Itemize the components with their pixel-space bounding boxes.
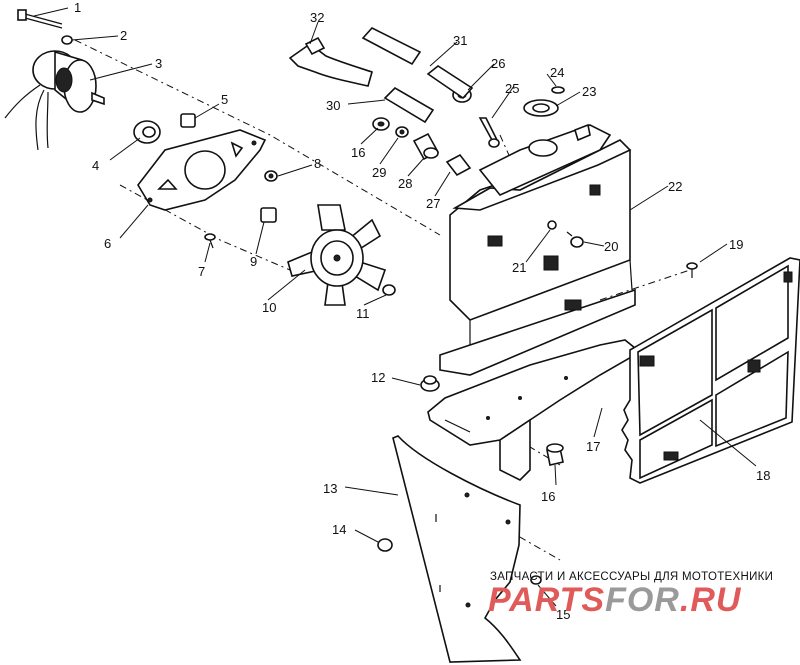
callout-1: 1 [74, 0, 81, 15]
callout-24: 24 [550, 65, 564, 80]
grommet-12 [420, 375, 440, 392]
callout-11: 11 [356, 306, 370, 321]
watermark-logo-parts: PARTS [488, 581, 605, 619]
callout-8: 8 [314, 156, 321, 171]
nut-8 [264, 170, 278, 182]
radiator-22 [439, 123, 636, 376]
callout-30: 30 [326, 98, 340, 113]
hose-clamp-25 [478, 117, 500, 148]
bolt-1 [17, 9, 63, 29]
callout-15: 15 [556, 607, 570, 622]
callout-17: 17 [586, 439, 600, 454]
spacer-9 [260, 207, 277, 223]
callout-26: 26 [491, 56, 505, 71]
nut-11 [382, 284, 396, 296]
callout-13: 13 [323, 481, 337, 496]
washer-2 [61, 35, 73, 45]
cap-seal-24 [551, 86, 565, 94]
watermark-logo: PARTSFOR.RU [488, 581, 742, 619]
watermark-tagline: ЗАПЧАСТИ И АКСЕССУАРЫ ДЛЯ МОТОТЕХНИКИ [490, 571, 773, 583]
callout-2: 2 [120, 28, 127, 43]
radiator-screen-18 [621, 257, 800, 484]
svg-text:PARTSFOR.RU: PARTSFOR.RU [488, 581, 742, 619]
callout-28: 28 [398, 176, 412, 191]
nut-16-lower [546, 443, 564, 466]
screw-7 [204, 233, 216, 249]
nut-14 [377, 538, 393, 552]
callout-5: 5 [221, 92, 228, 107]
watermark-logo-ru: .RU [680, 581, 742, 619]
callout-14: 14 [332, 522, 346, 537]
callout-27: 27 [426, 196, 440, 211]
fan-hub-4 [133, 120, 161, 144]
callout-18: 18 [756, 468, 770, 483]
callout-10: 10 [262, 300, 276, 315]
hose-27 [445, 153, 472, 177]
callout-6: 6 [104, 236, 111, 251]
fan-motor-3 [4, 50, 105, 151]
callout-29: 29 [372, 165, 386, 180]
screw-20 [566, 231, 584, 248]
hose-fitting-28 [412, 132, 440, 161]
spacer-5 [180, 113, 196, 128]
watermark-logo-for: FOR [605, 581, 680, 619]
side-shroud-13 [392, 435, 522, 663]
callout-12: 12 [371, 370, 385, 385]
radiator-cap-23 [523, 99, 559, 117]
callout-3: 3 [155, 56, 162, 71]
callout-32: 32 [310, 10, 324, 25]
callout-4: 4 [92, 158, 99, 173]
callout-23: 23 [582, 84, 596, 99]
screw-19 [686, 262, 698, 278]
callout-20: 20 [604, 239, 618, 254]
fan-blade-10 [287, 204, 387, 306]
callout-21: 21 [512, 260, 526, 275]
callout-16-upper: 16 [351, 145, 365, 160]
hose-clamp-29 [395, 126, 409, 138]
hose-32 [288, 36, 373, 87]
callout-16-lower: 16 [541, 489, 555, 504]
nut-16-upper [372, 117, 390, 131]
screw-15 [530, 575, 542, 585]
callout-7: 7 [198, 264, 205, 279]
callout-31: 31 [453, 33, 467, 48]
hose-30 [383, 86, 435, 124]
callout-9: 9 [250, 254, 257, 269]
callout-25: 25 [505, 81, 519, 96]
motor-bracket-6 [137, 129, 267, 211]
mounting-tray-17 [427, 339, 642, 481]
callout-19: 19 [729, 237, 743, 252]
washer-21 [547, 220, 557, 230]
callout-22: 22 [668, 179, 682, 194]
hose-31 [361, 27, 474, 100]
